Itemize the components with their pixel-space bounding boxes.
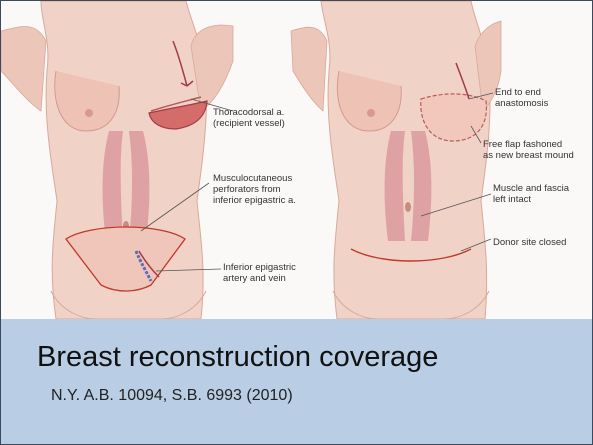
- label-anastomosis: End to end anastomosis: [495, 87, 548, 109]
- torso-after: [321, 1, 490, 319]
- label-muscle: Muscle and fascia left intact: [493, 183, 569, 205]
- label-donor: Donor site closed: [493, 237, 566, 248]
- rectus-muscle-right: [129, 131, 149, 241]
- slide-subtitle: N.Y. A.B. 10094, S.B. 6993 (2010): [51, 387, 293, 405]
- caption-band: [1, 319, 592, 444]
- label-thoracodorsal: Thoracodorsal a. (recipient vessel): [213, 107, 285, 129]
- figure-after: [291, 1, 501, 319]
- label-perforators: Musculocutaneous perforators from inferi…: [213, 173, 296, 206]
- figure-before: [1, 1, 233, 319]
- label-flap: Free flap fashoned as new breast mound: [483, 139, 574, 161]
- rectus-muscle-left: [103, 131, 123, 241]
- label-epigastric: Inferior epigastric artery and vein: [223, 262, 296, 284]
- slide-title: Breast reconstruction coverage: [37, 341, 438, 374]
- rectus-intact-left: [385, 131, 405, 241]
- rectus-intact-right: [411, 131, 431, 241]
